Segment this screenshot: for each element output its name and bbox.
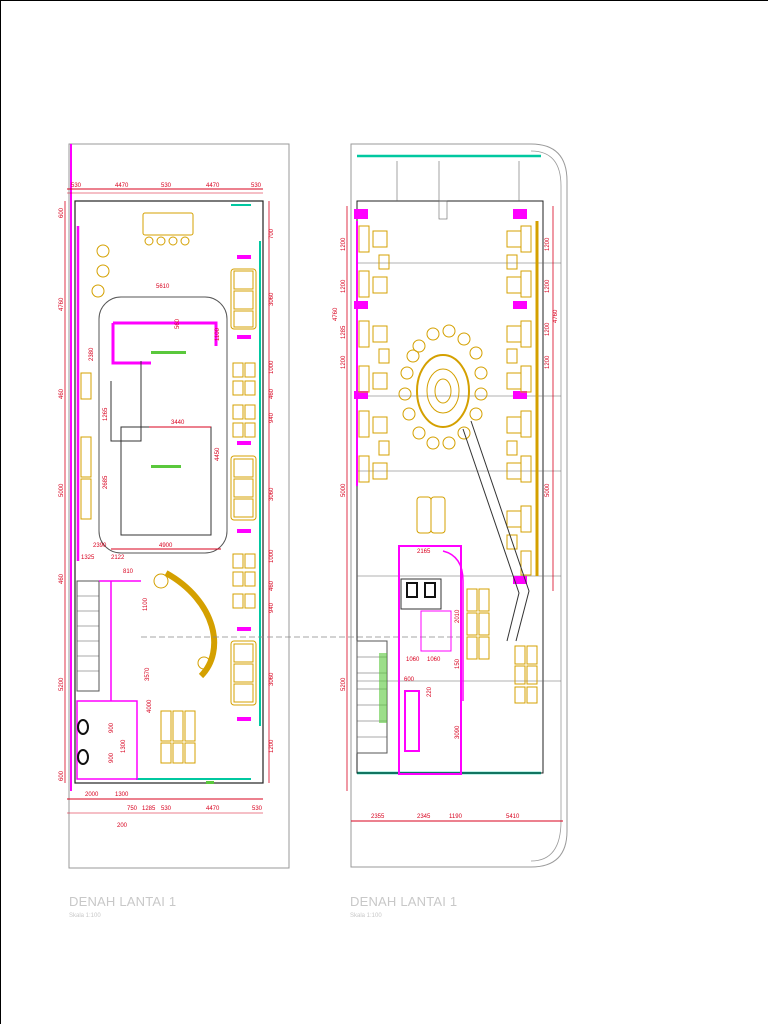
plan-1-top-dim-2: 4470 bbox=[115, 183, 129, 189]
plan-2-frame bbox=[350, 143, 568, 868]
plan-2-inner-dim-1: 2165 bbox=[417, 549, 431, 555]
plan-2-inner-dim-7: 220 bbox=[427, 686, 433, 697]
plan-1-right-dim-3: 1000 bbox=[269, 360, 275, 374]
plan-1-inner-dim-4: 2380 bbox=[89, 347, 95, 361]
plan-1-right-dim-5: 460 bbox=[269, 388, 275, 399]
plan-1-bottom-total: 200 bbox=[117, 823, 128, 829]
plan-1-right-dim-7: 1000 bbox=[269, 549, 275, 563]
plan-2-inner-dim-2: 2010 bbox=[455, 609, 461, 623]
plan-1-bottom-dim-4: 1285 bbox=[142, 806, 156, 812]
plan-1: 530 4470 530 4470 530 600 4760 460 5000 … bbox=[59, 143, 461, 869]
plan-2: 1200 1200 4760 1285 1200 5000 5200 1200 … bbox=[333, 143, 568, 868]
plan-1-inner-dim-10: 4900 bbox=[159, 543, 173, 549]
plan-1-inner-dim-19: 1300 bbox=[121, 739, 127, 753]
plan-1-left-dim-1: 600 bbox=[59, 207, 65, 218]
plan-1-top-dim-5: 530 bbox=[251, 183, 262, 189]
plan-1-right-dim-11: 1200 bbox=[269, 739, 275, 753]
plan-1-columns bbox=[237, 255, 251, 721]
plan-1-right-dim-4: 940 bbox=[269, 412, 275, 423]
plan-1-inner-dim-12: 2122 bbox=[111, 555, 125, 561]
plan-1-left-dim-3: 460 bbox=[59, 388, 65, 399]
plan-2-inner-dim-6: 600 bbox=[404, 677, 415, 683]
plan-2-bottom-dim-1: 2355 bbox=[371, 814, 385, 820]
plan-2-inner-dim-5: 150 bbox=[455, 658, 461, 669]
plan-2-left-dim-7: 5200 bbox=[341, 677, 347, 691]
plan-1-scale: Skala 1:100 bbox=[69, 913, 101, 919]
plan-2-inner-dim-8: 3090 bbox=[455, 725, 461, 739]
plan-1-inner-dim-13: 810 bbox=[123, 569, 134, 575]
plan-2-bottom-dim-3: 1190 bbox=[449, 814, 463, 820]
plan-2-left-dim-1: 1200 bbox=[341, 237, 347, 251]
plan-1-inner-dim-14: 1100 bbox=[143, 597, 149, 611]
plan-1-bottom-dim-6: 4470 bbox=[206, 806, 220, 812]
plan-1-top-dim-1: 530 bbox=[71, 183, 82, 189]
plan-1-bottom-dim-1: 2000 bbox=[85, 792, 99, 798]
plan-1-bar-counter bbox=[111, 321, 218, 365]
plan-1-inner-dim-9: 2390 bbox=[93, 543, 107, 549]
plan-2-right-dim-4: 1200 bbox=[545, 322, 551, 336]
plan-1-left-dim-7: 600 bbox=[59, 770, 65, 781]
plan-2-right-dim-2: 1200 bbox=[545, 279, 551, 293]
plan-1-building-outline bbox=[74, 200, 264, 784]
plan-1-top-dim-4: 4470 bbox=[206, 183, 220, 189]
plan-2-bottom-dim-4: 5410 bbox=[506, 814, 520, 820]
plan-1-right-dim-2: 3060 bbox=[269, 292, 275, 306]
plan-1-right-dim-10: 3060 bbox=[269, 672, 275, 686]
plan-2-right-dim-1: 1200 bbox=[545, 237, 551, 251]
plan-1-inner-dim-11: 1325 bbox=[81, 555, 95, 561]
plan-1-inner-dim-17: 900 bbox=[109, 722, 115, 733]
plan-1-left-dim-2: 4760 bbox=[59, 297, 65, 311]
plan-2-right-dim-5: 1200 bbox=[545, 355, 551, 369]
plan-1-top-dim-3: 530 bbox=[161, 183, 172, 189]
plan-1-inner-dim-3: 1100 bbox=[215, 327, 221, 341]
plan-1-inner-dim-15: 4000 bbox=[147, 699, 153, 713]
plan-1-right-dim-8: 460 bbox=[269, 580, 275, 591]
plan-1-inner-dim-6: 3440 bbox=[171, 420, 185, 426]
plan-1-bottom-dim-3: 750 bbox=[127, 806, 138, 812]
plan-2-left-dim-2: 1200 bbox=[341, 279, 347, 293]
plan-1-toilets bbox=[76, 700, 138, 780]
plan-2-walkway bbox=[470, 420, 530, 642]
plan-1-inner-dim-18: 900 bbox=[109, 752, 115, 763]
plan-2-left-dim-4: 1285 bbox=[341, 325, 347, 339]
plan-2-title: DENAH LANTAI 1 bbox=[350, 894, 458, 909]
plan-1-inner-dim-2: 560 bbox=[175, 318, 181, 329]
plan-1-main-room bbox=[98, 296, 228, 554]
plan-1-inner-dim-16: 3570 bbox=[145, 667, 151, 681]
plan-1-left-dim-5: 460 bbox=[59, 573, 65, 584]
plan-2-right-dim-3: 4760 bbox=[553, 309, 559, 323]
plan-1-curved-bar bbox=[164, 570, 218, 679]
plan-1-inner-dim-1: 5610 bbox=[156, 284, 170, 290]
plan-2-inner-dim-4: 1060 bbox=[427, 657, 441, 663]
plan-2-inner-dim-3: 1060 bbox=[406, 657, 420, 663]
plan-1-seating bbox=[80, 212, 257, 764]
plan-2-bottom-dim-2: 2345 bbox=[417, 814, 431, 820]
plan-1-right-dim-6: 3060 bbox=[269, 487, 275, 501]
plan-2-service-block bbox=[398, 545, 462, 775]
plan-1-right-dim-1: 700 bbox=[269, 228, 275, 239]
plan-2-left-dim-3: 4760 bbox=[333, 307, 339, 321]
plan-1-frame bbox=[68, 143, 290, 869]
plan-2-round-table bbox=[398, 324, 488, 450]
plan-2-columns bbox=[354, 209, 527, 584]
plan-1-inner-dim-7: 2685 bbox=[103, 475, 109, 489]
plan-1-bottom-dim-7: 530 bbox=[252, 806, 263, 812]
plan-2-left-dim-5: 1200 bbox=[341, 355, 347, 369]
plan-1-inner-dim-8: 4450 bbox=[215, 447, 221, 461]
plan-1-title: DENAH LANTAI 1 bbox=[69, 894, 177, 909]
plan-2-scale: Skala 1:100 bbox=[350, 913, 382, 919]
plan-1-bottom-dim-5: 530 bbox=[161, 806, 172, 812]
plan-1-left-dim-6: 5200 bbox=[59, 677, 65, 691]
plan-1-kitchen bbox=[120, 426, 212, 536]
plan-2-left-dim-6: 5000 bbox=[341, 483, 347, 497]
plan-1-right-dim-9: 940 bbox=[269, 602, 275, 613]
plan-1-left-dim-4: 5000 bbox=[59, 483, 65, 497]
plan-1-stairs bbox=[76, 580, 100, 692]
plan-1-inner-dim-5: 1265 bbox=[103, 407, 109, 421]
plan-1-bottom-dim-2: 1300 bbox=[115, 792, 129, 798]
plan-2-seating bbox=[358, 225, 538, 704]
plan-2-right-dim-6: 5000 bbox=[545, 483, 551, 497]
